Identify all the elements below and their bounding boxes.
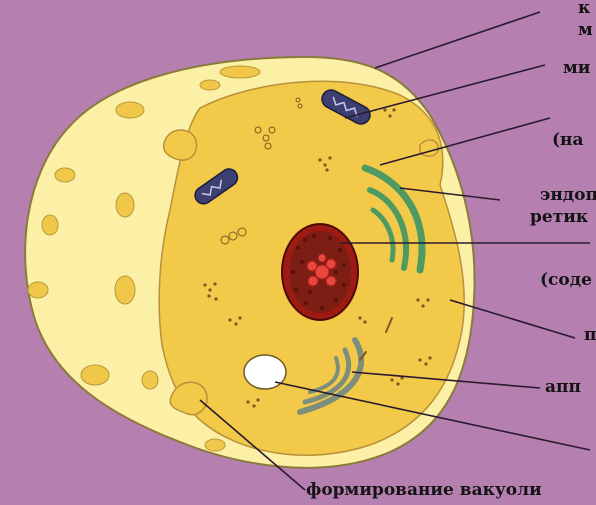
label-cell-wall-line2: м [578, 20, 593, 40]
label-mitochondria: ми [563, 58, 590, 78]
label-vacuole-formation: формирование вакуоли [306, 480, 542, 500]
nucleus [282, 224, 358, 320]
label-er-line1: эндоп [540, 185, 596, 205]
label-cell-wall-line1: к [578, 0, 590, 18]
label-er-line2: ретик [530, 207, 588, 227]
vacuole [244, 355, 286, 389]
label-ribosomes: (на [552, 130, 584, 150]
label-plasma: п [584, 325, 596, 345]
label-nucleus: (соде [540, 270, 592, 290]
label-golgi: апп [545, 377, 581, 397]
